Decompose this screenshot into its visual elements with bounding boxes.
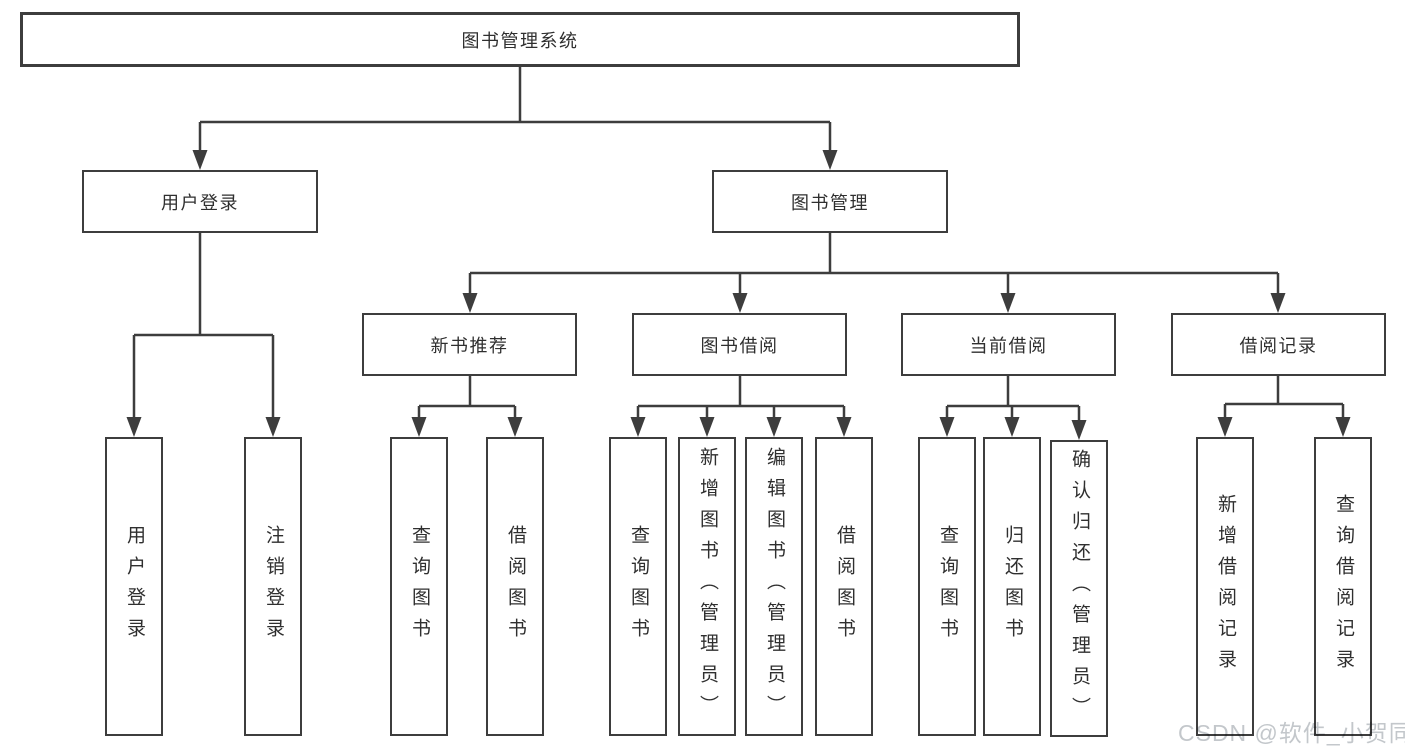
- node-borrowing-records: 借阅记录: [1171, 313, 1386, 376]
- node-label: 新书推荐: [430, 335, 509, 356]
- leaf-query-books-borrow: 查询图书: [609, 437, 667, 736]
- node-book-borrowing: 图书借阅: [632, 313, 847, 376]
- leaf-label: 查询图书: [627, 524, 649, 649]
- leaf-add-borrow-record: 新增借阅记录: [1196, 437, 1254, 736]
- leaf-edit-books-admin: 编辑图书（管理员）: [745, 437, 803, 736]
- connector-book-management-children: [462, 233, 1286, 313]
- leaf-label: 编辑图书（管理员）: [763, 447, 785, 726]
- leaf-user-login: 用户登录: [105, 437, 163, 736]
- leaf-label: 用户登录: [123, 524, 145, 649]
- leaf-borrow-books-recommend: 借阅图书: [486, 437, 544, 736]
- leaf-label: 借阅图书: [504, 524, 526, 649]
- node-user-login: 用户登录: [82, 170, 318, 233]
- leaf-query-books-current: 查询图书: [918, 437, 976, 736]
- node-label: 图书借阅: [700, 335, 779, 356]
- node-book-management: 图书管理: [712, 170, 948, 233]
- node-label: 当前借阅: [969, 335, 1048, 356]
- leaf-label: 新增图书（管理员）: [696, 447, 718, 726]
- connector-book-borrow-children: [630, 376, 852, 437]
- leaf-label: 查询借阅记录: [1332, 493, 1354, 680]
- node-label: 用户登录: [161, 192, 239, 213]
- leaf-borrow-books: 借阅图书: [815, 437, 873, 736]
- leaf-label: 确认归还（管理员）: [1068, 449, 1090, 728]
- connector-user-login-children: [126, 233, 281, 437]
- leaf-query-borrow-record: 查询借阅记录: [1314, 437, 1372, 736]
- leaf-query-books-recommend: 查询图书: [390, 437, 448, 736]
- node-new-book-recommendation: 新书推荐: [362, 313, 577, 376]
- leaf-label: 借阅图书: [833, 524, 855, 649]
- connector-borrow-record-children: [1217, 376, 1351, 437]
- connector-new-book-children: [411, 376, 523, 437]
- leaf-label: 新增借阅记录: [1214, 493, 1236, 680]
- node-system-root: 图书管理系统: [20, 12, 1020, 67]
- leaf-return-books: 归还图书: [983, 437, 1041, 736]
- leaf-logout: 注销登录: [244, 437, 302, 736]
- connector-current-borrow-children: [939, 376, 1087, 440]
- connector-root-to-level2: [192, 66, 838, 170]
- leaf-label: 归还图书: [1001, 524, 1023, 649]
- leaf-confirm-return-admin: 确认归还（管理员）: [1050, 440, 1108, 737]
- node-current-borrowing: 当前借阅: [901, 313, 1116, 376]
- leaf-label: 注销登录: [262, 524, 284, 649]
- node-label: 图书管理系统: [461, 30, 579, 51]
- leaf-add-books-admin: 新增图书（管理员）: [678, 437, 736, 736]
- leaf-label: 查询图书: [408, 524, 430, 649]
- node-label: 图书管理: [791, 192, 869, 213]
- csdn-watermark: CSDN @软件_小贺同学: [1178, 720, 1405, 746]
- node-label: 借阅记录: [1239, 335, 1318, 356]
- leaf-label: 查询图书: [936, 524, 958, 649]
